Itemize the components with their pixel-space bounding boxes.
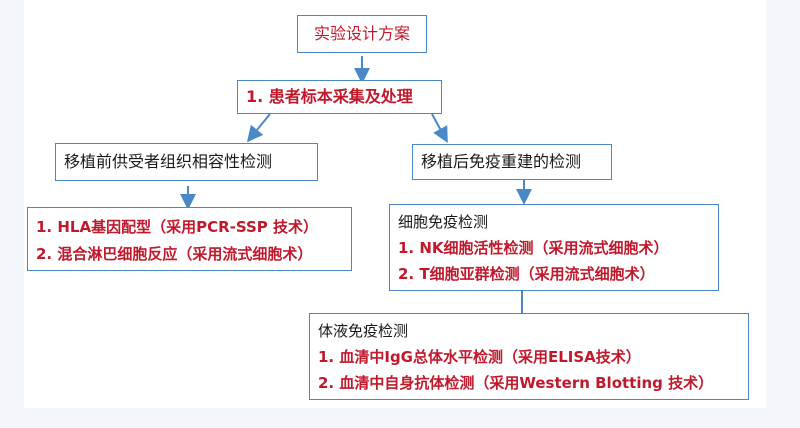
- arrow-step1-to-left: [246, 113, 271, 143]
- arrow-step1-to-right: [431, 113, 448, 144]
- humoral-item-2: 2. 血清中自身抗体检测（采用Western Blotting 技术）: [318, 374, 714, 392]
- cellular-box: 细胞免疫检测 1. NK细胞活性检测（采用流式细胞术） 2. T细胞亚群检测（采…: [389, 204, 719, 291]
- cellular-item-2: 2. T细胞亚群检测（采用流式细胞术）: [398, 265, 655, 283]
- root-box: 实验设计方案: [297, 15, 427, 53]
- left-item-1: 1. HLA基因配型（采用PCR-SSP 技术）: [36, 218, 319, 236]
- step1-title: 1. 患者标本采集及处理: [246, 87, 413, 106]
- humoral-title: 体液免疫检测: [318, 322, 409, 340]
- right-title: 移植后免疫重建的检测: [421, 152, 582, 171]
- left-title: 移植前供受者组织相容性检测: [64, 152, 273, 171]
- cellular-title: 细胞免疫检测: [398, 213, 489, 231]
- left-title-box: 移植前供受者组织相容性检测: [55, 143, 318, 181]
- humoral-item-1: 1. 血清中IgG总体水平检测（采用ELISA技术）: [318, 348, 641, 366]
- left-items-box: 1. HLA基因配型（采用PCR-SSP 技术） 2. 混合淋巴细胞反应（采用流…: [27, 207, 352, 271]
- step1-box: 1. 患者标本采集及处理: [237, 80, 442, 114]
- left-item-2: 2. 混合淋巴细胞反应（采用流式细胞术）: [36, 245, 313, 263]
- cellular-item-1: 1. NK细胞活性检测（采用流式细胞术）: [398, 239, 669, 257]
- humoral-box: 体液免疫检测 1. 血清中IgG总体水平检测（采用ELISA技术） 2. 血清中…: [309, 313, 749, 400]
- right-title-box: 移植后免疫重建的检测: [412, 144, 612, 180]
- root-title: 实验设计方案: [313, 24, 410, 43]
